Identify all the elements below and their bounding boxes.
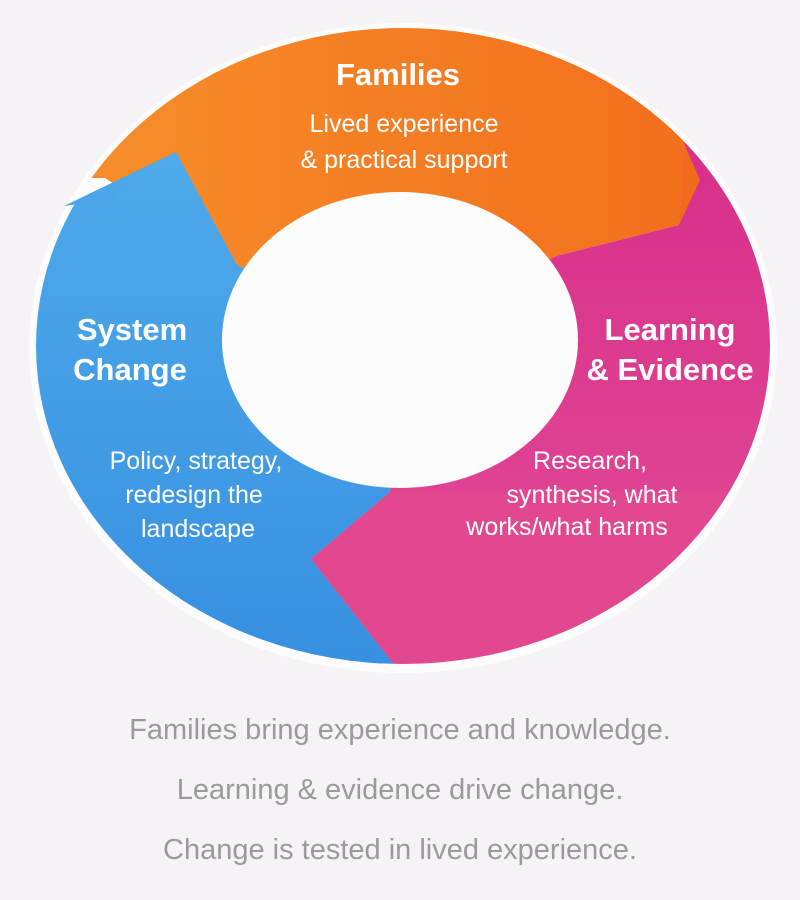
learning-desc-2: synthesis, what: [506, 481, 678, 509]
learning-title-2: & Evidence: [586, 352, 754, 387]
caption-2: Learning & evidence drive change.: [176, 774, 624, 806]
learning-title-1: Learning: [604, 312, 736, 347]
learning-desc-3: works/what harms: [466, 513, 668, 541]
system-arrow: [0, 152, 403, 700]
caption-3: Change is tested in lived experience.: [163, 834, 637, 866]
system-title-1: System: [76, 312, 188, 347]
system-desc-1: Policy, strategy,: [109, 447, 283, 475]
families-arrow: [0, 0, 800, 340]
families-desc-2: & practical support: [300, 146, 508, 174]
system-title-2: Change: [73, 352, 187, 387]
families-desc-1: Lived experience: [309, 110, 499, 138]
caption-1: Families bring experience and knowledge.: [129, 714, 671, 746]
cycle-diagram: [0, 0, 800, 700]
families-arrow-tip: [679, 143, 700, 225]
learning-desc-1: Research,: [533, 447, 647, 475]
system-desc-2: redesign the: [125, 481, 263, 509]
learning-arrow-head: [311, 492, 800, 676]
families-title: Families: [335, 57, 461, 92]
system-desc-3: landscape: [141, 515, 255, 543]
system-arrow-tip: [64, 152, 176, 206]
